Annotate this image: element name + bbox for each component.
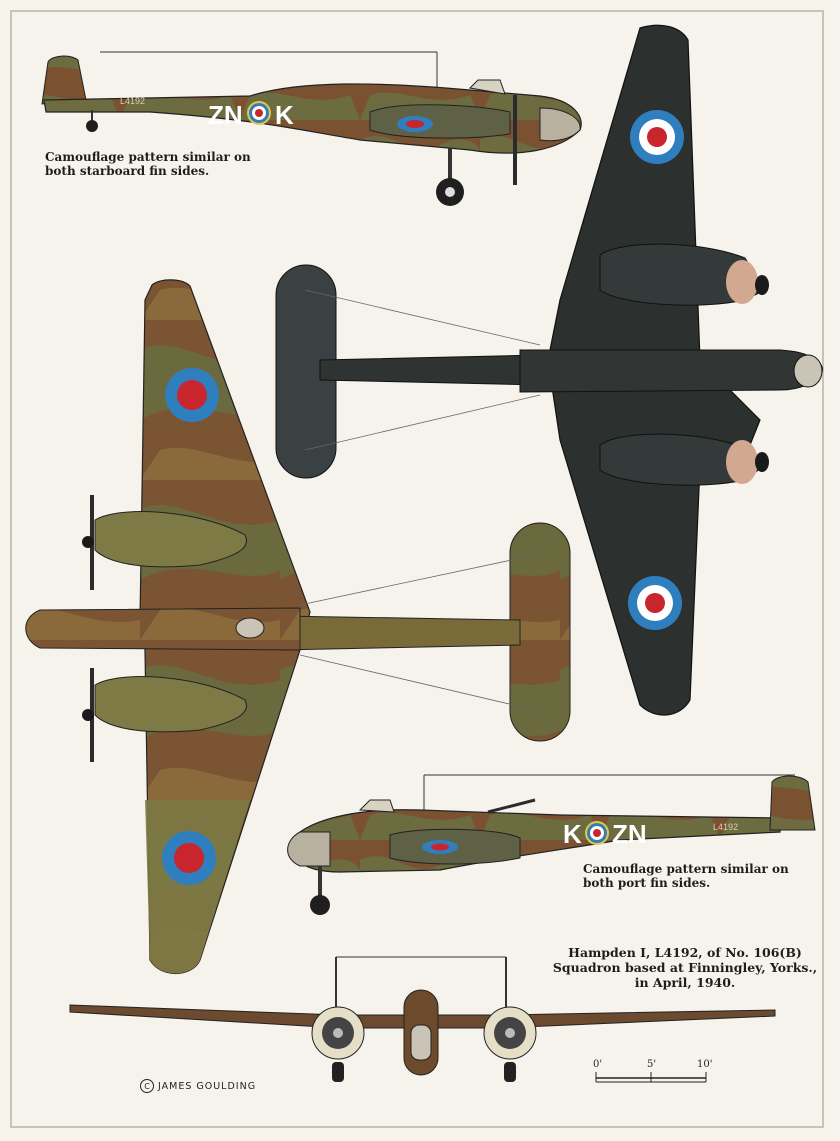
scale-label-0: 0'	[593, 1059, 603, 1070]
starboard-fin-note: Camouflage pattern similar on both starb…	[45, 150, 251, 178]
port-fin-note: Camouflage pattern similar on both port …	[583, 862, 789, 890]
port-side-view	[287, 774, 816, 915]
upper-plan-view	[25, 279, 571, 974]
port-aircraft-letter: K	[563, 819, 582, 849]
port-serial: L4192	[713, 822, 738, 832]
artist-credit: C JAMES GOULDING	[140, 1079, 256, 1093]
starboard-squadron-code: ZN	[208, 100, 243, 130]
scale-bar	[595, 1072, 707, 1083]
starboard-serial: L4192	[120, 96, 145, 106]
scale-label-5: 5'	[647, 1059, 657, 1070]
starboard-aircraft-letter: K	[275, 100, 294, 130]
page-frame	[10, 10, 824, 1128]
port-squadron-code: ZN	[612, 819, 647, 849]
aircraft-caption-line-2: Squadron based at Finningley, Yorks.,	[552, 960, 818, 975]
underside-plan-view	[275, 24, 823, 716]
aircraft-caption-line-3: in April, 1940.	[634, 975, 736, 990]
starboard-side-view	[41, 51, 582, 206]
front-view	[69, 956, 776, 1082]
copyright-icon: C	[140, 1079, 154, 1093]
scale-label-10: 10'	[697, 1059, 713, 1070]
aircraft-caption-line-1: Hampden I, L4192, of No. 106(B)	[568, 945, 802, 960]
aircraft-caption: Hampden I, L4192, of No. 106(B) Squadron…	[550, 945, 820, 990]
artist-name: JAMES GOULDING	[158, 1080, 257, 1092]
